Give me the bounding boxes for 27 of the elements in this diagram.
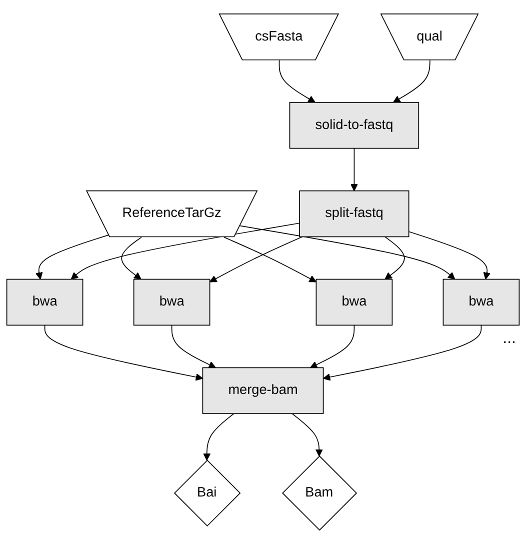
arrow <box>121 236 142 280</box>
arrow <box>240 225 456 280</box>
arrow <box>203 413 234 461</box>
arrow <box>322 324 482 381</box>
node-box: merge-bam <box>202 367 324 414</box>
node-box: bwa <box>6 278 84 326</box>
node-diamond: Bam <box>282 456 358 531</box>
arrow <box>408 231 491 280</box>
node-box: bwa <box>442 278 520 326</box>
ellipsis-text: ... <box>502 330 516 348</box>
arrow <box>292 413 323 456</box>
arrow <box>70 222 300 280</box>
arrow <box>35 234 110 280</box>
arrow <box>224 236 317 282</box>
node-box: solid-to-fastq <box>289 102 420 149</box>
node-box: bwa <box>133 278 210 326</box>
arrow <box>209 236 303 282</box>
node-box: bwa <box>316 278 393 326</box>
arrow <box>171 324 216 368</box>
arrow <box>278 60 316 103</box>
arrow <box>44 324 204 381</box>
arrow <box>384 236 405 280</box>
arrow <box>350 148 358 192</box>
arrow <box>392 60 430 103</box>
arrow <box>310 324 355 368</box>
node-diamond: Bai <box>174 460 241 526</box>
node-box: split-fastq <box>299 190 410 238</box>
